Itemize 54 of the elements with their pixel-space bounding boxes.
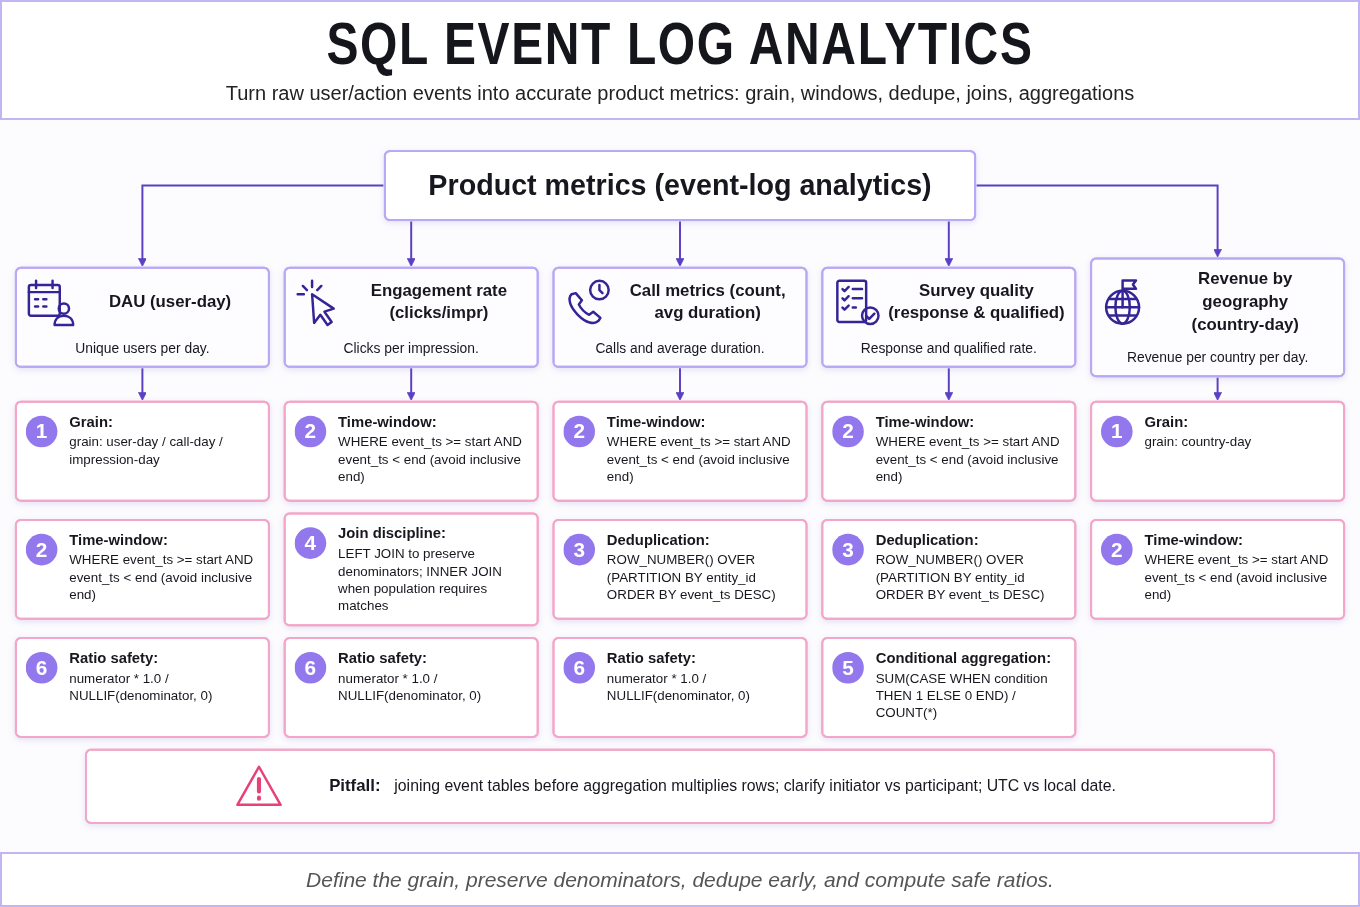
step-description: SUM(CASE WHEN condition THEN 1 ELSE 0 END) / COUNT(*) bbox=[875, 669, 1049, 723]
step-description: WHERE event_ts >= start AND event_ts < end (avoid inclusive end) bbox=[338, 433, 523, 487]
arrow bbox=[944, 367, 954, 401]
arrow bbox=[138, 184, 385, 267]
step-heading: Time-window: bbox=[338, 411, 438, 432]
step-heading: Grain: bbox=[1144, 411, 1190, 432]
step-heading: Grain: bbox=[69, 411, 114, 432]
step-description: WHERE event_ts >= start AND event_ts < end (avoid inclusive end) bbox=[1144, 551, 1330, 605]
step-description: grain: country-day bbox=[1144, 433, 1253, 451]
step-heading: Join discipline: bbox=[338, 523, 447, 543]
diagram-title: SQL EVENT LOG ANALYTICS bbox=[326, 10, 1034, 78]
arrow bbox=[975, 184, 1222, 258]
metric-description: Calls and average duration. bbox=[594, 339, 766, 357]
step-heading: Time-window: bbox=[606, 411, 707, 432]
arrow bbox=[406, 220, 416, 267]
metric-description: Response and qualified rate. bbox=[859, 339, 1038, 357]
footer-caption: Define the grain, preserve denominators, dedupe early, and compute safe ratios. bbox=[0, 852, 1360, 907]
metric-title: Engagement rate (clicks/impr) bbox=[369, 279, 509, 325]
arrow bbox=[944, 220, 954, 267]
step-description: WHERE event_ts >= start AND event_ts < end (avoid inclusive end) bbox=[69, 551, 255, 605]
metric-title: Call metrics (count, avg duration) bbox=[628, 279, 787, 325]
subtitle: Turn raw user/action events into accurate product metrics: grain, windows, dedupe, joins, aggregations bbox=[225, 81, 1135, 106]
step-description: grain: user-day / call-day / impression-day bbox=[69, 433, 224, 469]
metric-title: Survey quality (response & qualified) bbox=[887, 279, 1066, 325]
arrow bbox=[675, 220, 685, 267]
pitfall-text: joining event tables before aggregation multiplies rows; clarify initiator vs participant; UTC vs local date. bbox=[394, 776, 1116, 797]
metric-title: Revenue by geography (country-day) bbox=[1190, 268, 1300, 336]
step-heading: Deduplication: bbox=[606, 529, 711, 550]
metric-description: Unique users per day. bbox=[74, 339, 211, 357]
step-description: numerator * 1.0 / NULLIF(denominator, 0) bbox=[338, 669, 483, 705]
arrow bbox=[1213, 376, 1222, 401]
step-description: LEFT JOIN to preserve denominators; INNER JOIN when population requires matches bbox=[338, 544, 503, 616]
step-heading: Time-window: bbox=[69, 529, 169, 550]
step-heading: Ratio safety: bbox=[69, 647, 160, 668]
step-description: WHERE event_ts >= start AND event_ts < end (avoid inclusive end) bbox=[606, 433, 792, 487]
step-heading: Conditional aggregation: bbox=[875, 647, 1053, 668]
step-description: ROW_NUMBER() OVER (PARTITION BY entity_id ORDER BY event_ts DESC) bbox=[875, 551, 1046, 605]
step-description: WHERE event_ts >= start AND event_ts < end (avoid inclusive end) bbox=[875, 433, 1061, 487]
metric-description: Revenue per country per day. bbox=[1126, 348, 1310, 367]
step-description: numerator * 1.0 / NULLIF(denominator, 0) bbox=[606, 669, 751, 705]
pitfall-heading: Pitfall: bbox=[329, 775, 381, 798]
metric-title: DAU (user-day) bbox=[108, 291, 232, 313]
step-heading: Ratio safety: bbox=[606, 647, 697, 668]
step-description: numerator * 1.0 / NULLIF(denominator, 0) bbox=[69, 669, 214, 705]
step-heading: Time-window: bbox=[875, 411, 976, 432]
arrow bbox=[675, 367, 685, 401]
arrow bbox=[138, 367, 147, 401]
arrow bbox=[406, 367, 416, 401]
step-heading: Deduplication: bbox=[875, 529, 980, 550]
step-description: ROW_NUMBER() OVER (PARTITION BY entity_id ORDER BY event_ts DESC) bbox=[606, 551, 777, 605]
step-heading: Time-window: bbox=[1144, 529, 1245, 550]
root-title: Product metrics (event-log analytics) bbox=[428, 168, 932, 201]
metric-description: Clicks per impression. bbox=[342, 339, 480, 357]
step-heading: Ratio safety: bbox=[338, 647, 429, 668]
